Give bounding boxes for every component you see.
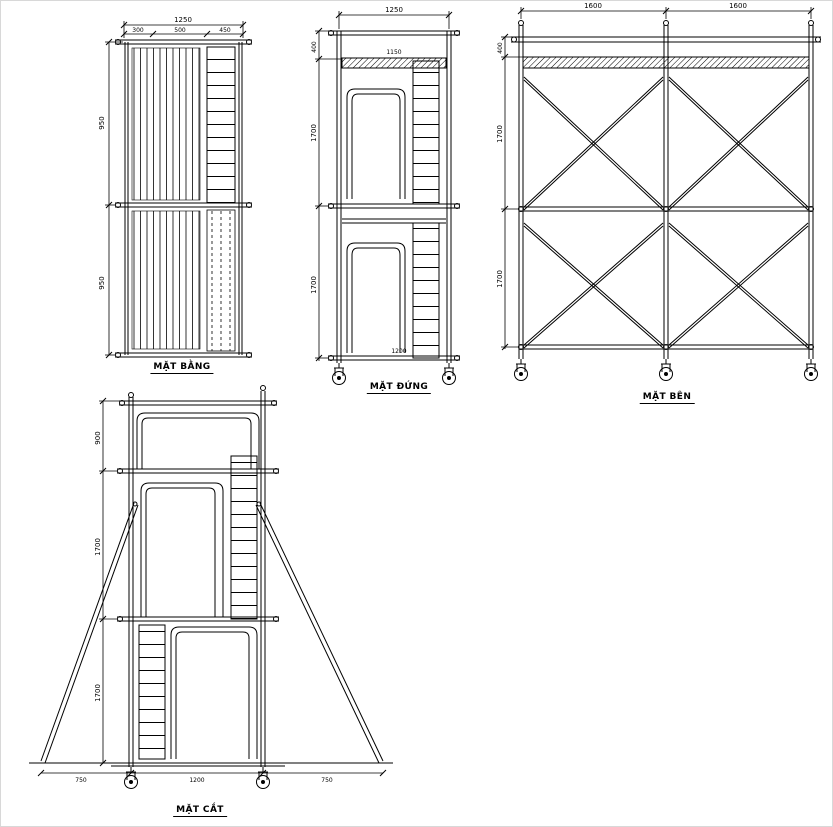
dim-label: 1700 (496, 125, 504, 143)
dim-label: 1700 (94, 538, 102, 556)
plan-ladder (206, 46, 236, 352)
section-outriggers (40, 501, 384, 764)
dim-label: 750 (321, 777, 333, 784)
view-label-section: MẶT CẮT (173, 805, 227, 817)
side-hatched-platform (522, 56, 810, 69)
caster-wheel (659, 358, 673, 381)
view-label-front: MẶT ĐỨNG (366, 382, 432, 394)
view-label-plan: MẶT BẰNG (150, 362, 214, 374)
dim-label: 400 (497, 42, 504, 54)
dim-label: 1600 (584, 2, 602, 10)
side-posts (518, 20, 814, 359)
dim-label: 1200 (391, 348, 406, 355)
side-horizontal-bars (511, 36, 821, 350)
side-cross-bracing-upper (523, 76, 809, 211)
dim-label: 500 (174, 27, 186, 34)
front-hatched-platform (341, 57, 447, 69)
section-dimensions (37, 397, 387, 777)
front-guardrail-upper (346, 88, 406, 199)
side-elevation-view: 1600 1600 400 1700 1700 (496, 2, 821, 381)
caster-wheel (256, 766, 270, 789)
dim-label: 400 (311, 41, 318, 53)
section-view: 900 1700 1700 750 1200 750 (29, 385, 393, 789)
dim-label: 1700 (496, 270, 504, 288)
section-ladder-middle (230, 455, 258, 620)
dim-label: 750 (75, 777, 87, 784)
front-ladder-lower (412, 222, 440, 359)
front-guardrail-lower (346, 242, 406, 353)
front-ladder-upper (412, 60, 440, 205)
front-posts (336, 31, 452, 363)
side-cross-bracing-lower (523, 222, 809, 349)
plan-planks (131, 47, 201, 350)
front-dimensions (315, 11, 453, 362)
section-horizontal-bars (117, 400, 279, 622)
dim-label: 1250 (174, 16, 192, 24)
section-ground-line (29, 762, 393, 767)
plan-side-rails (124, 42, 243, 355)
dim-label: 950 (98, 116, 106, 129)
plan-view: 1250 300 500 450 950 950 (98, 16, 252, 359)
caster-wheel (124, 766, 138, 789)
section-guardrail-top (136, 412, 260, 469)
section-posts (128, 385, 266, 767)
dim-label: 1150 (386, 49, 401, 56)
dim-label: 950 (98, 276, 106, 289)
caster-wheel (804, 358, 818, 381)
dim-label: 1700 (94, 684, 102, 702)
section-ladder-lower (138, 624, 166, 760)
dim-label: 1700 (310, 276, 318, 294)
dim-label: 1600 (729, 2, 747, 10)
dim-label: 450 (219, 27, 231, 34)
caster-wheel (514, 358, 528, 381)
view-label-side: MẶT BÊN (639, 392, 695, 404)
side-dimensions (501, 7, 815, 351)
caster-wheel (332, 362, 346, 385)
front-elevation-view: 1250 1150 400 1700 1700 1200 (310, 6, 460, 385)
dim-label: 300 (132, 27, 144, 34)
dim-label: 900 (94, 431, 102, 444)
dim-label: 1200 (189, 777, 204, 784)
front-horizontal-bars (328, 30, 460, 361)
plan-dimensions (105, 21, 247, 359)
section-guardrail-lower (170, 626, 258, 759)
dim-label: 1700 (310, 124, 318, 142)
dim-label: 1250 (385, 6, 403, 14)
front-lower-platform (342, 218, 446, 224)
section-guardrail-middle (140, 482, 224, 617)
caster-wheel (442, 362, 456, 385)
